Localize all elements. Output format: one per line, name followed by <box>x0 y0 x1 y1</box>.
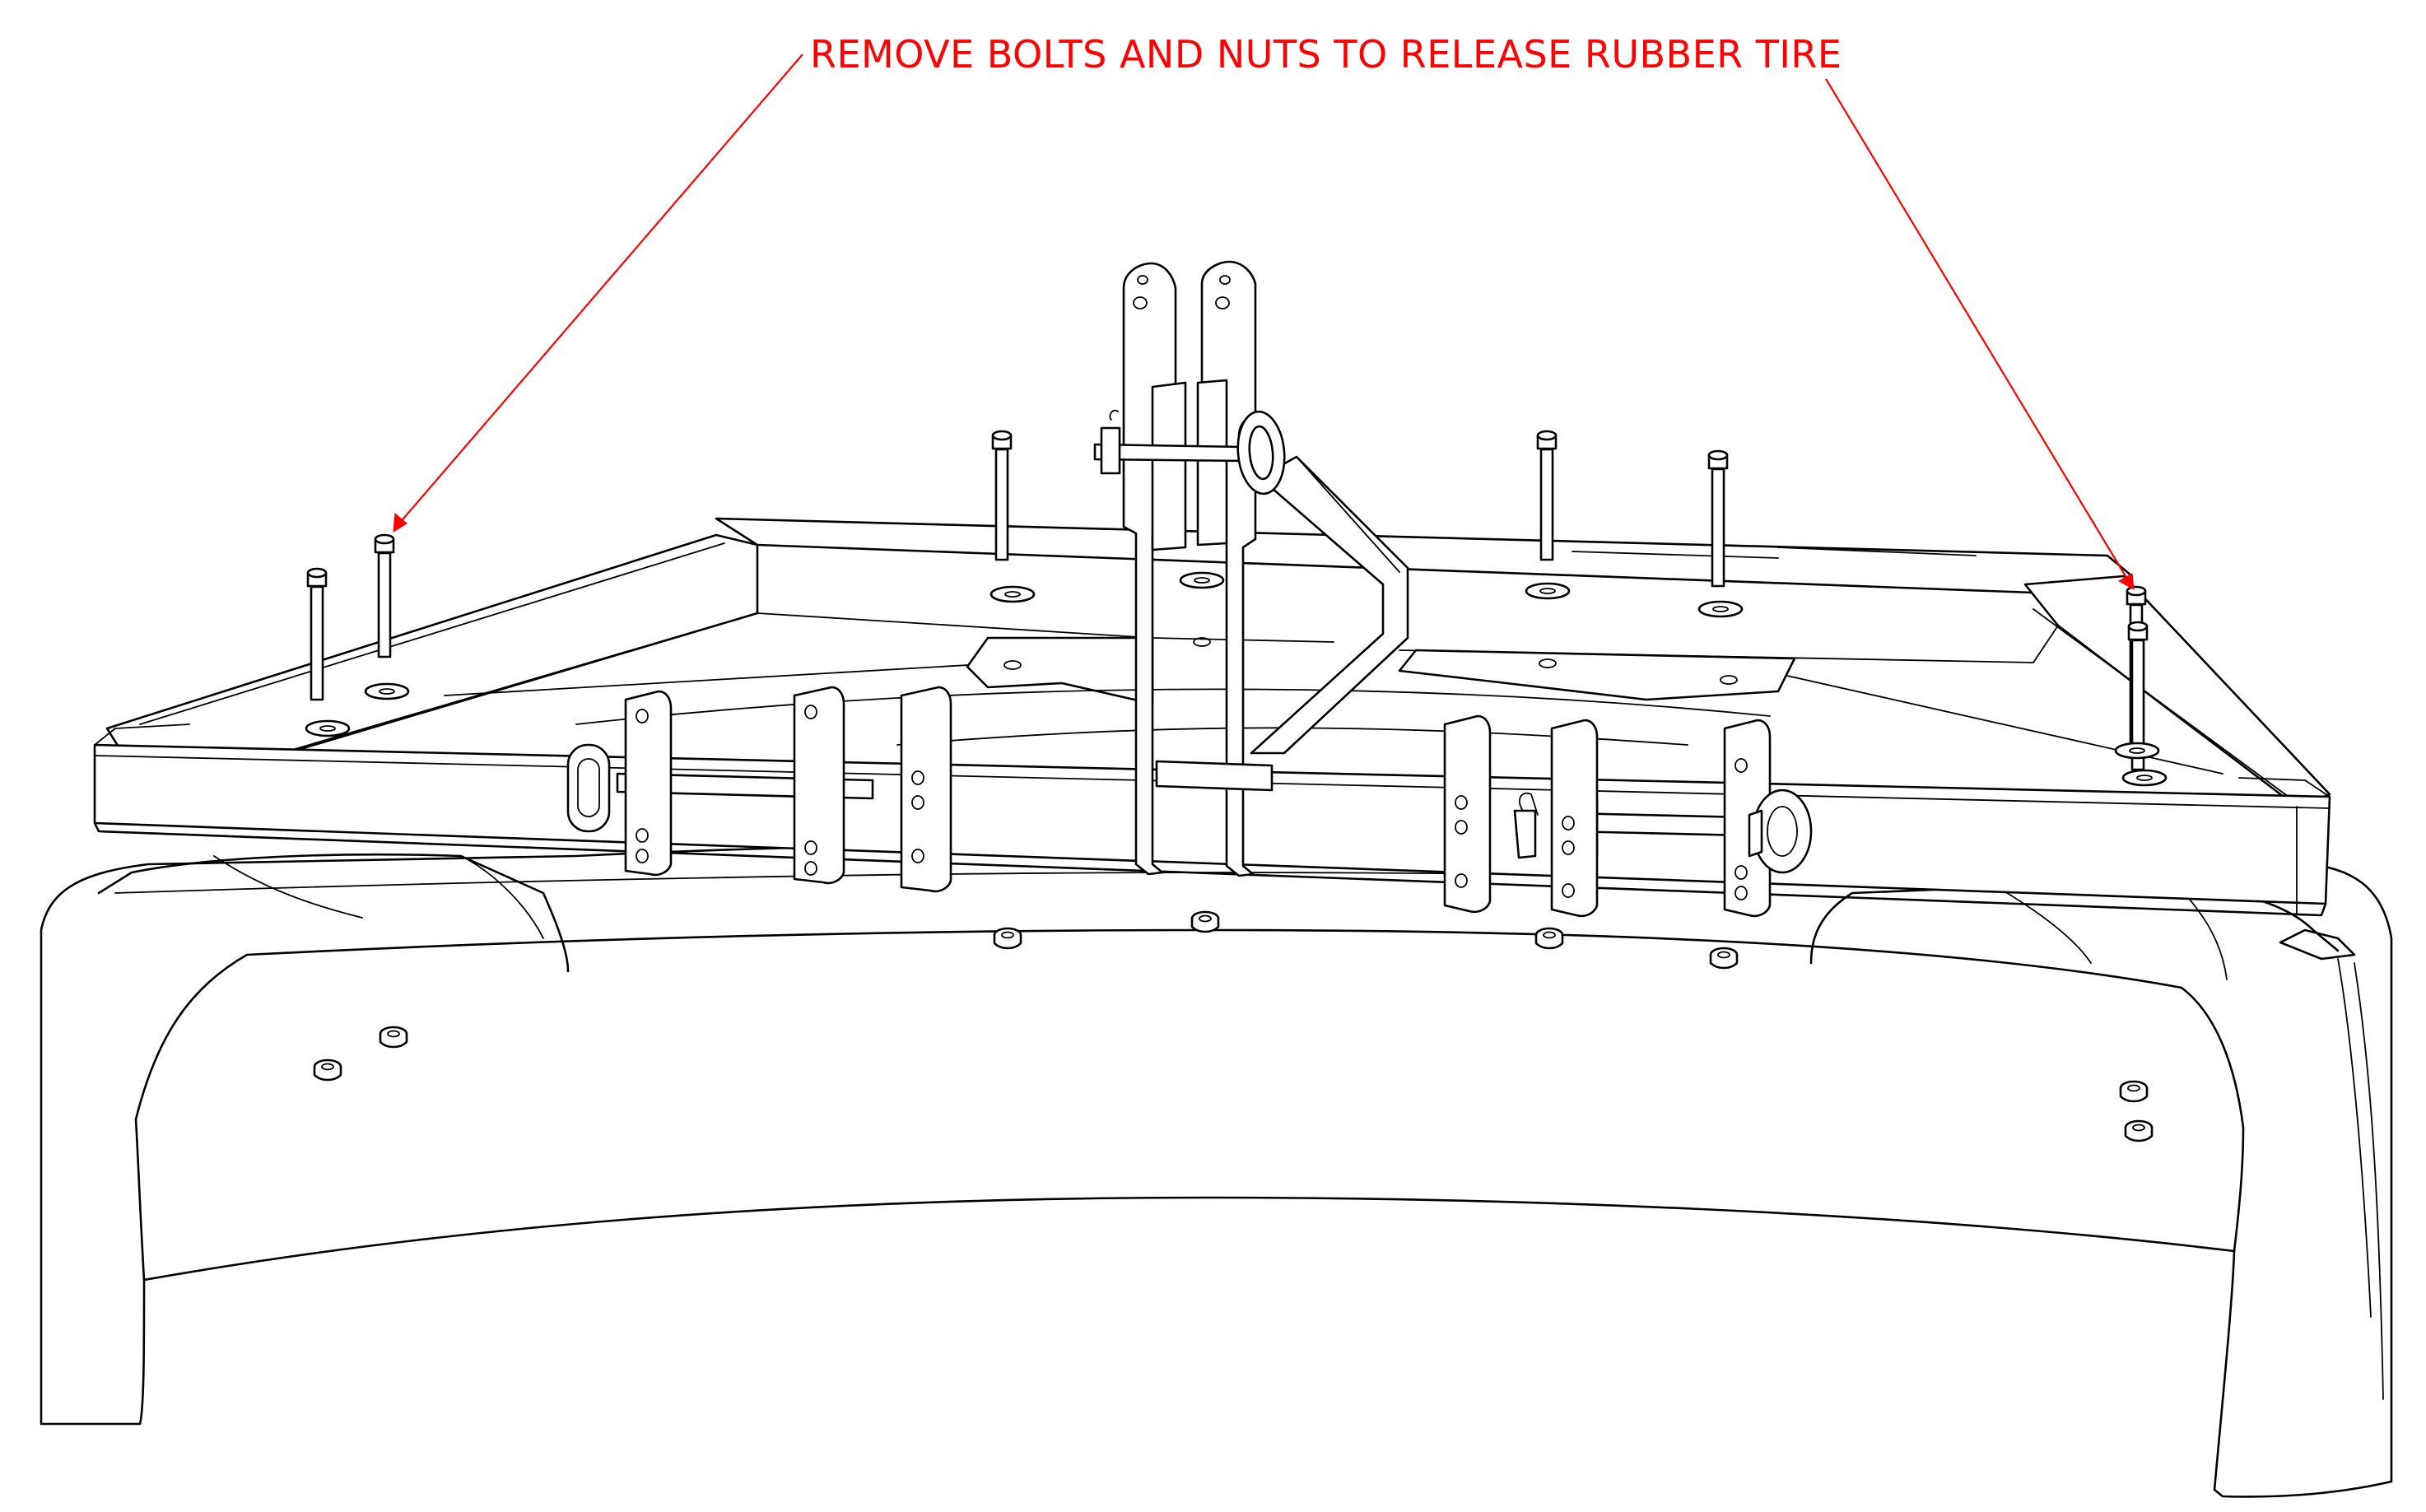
bolt <box>306 567 328 701</box>
washer <box>1697 600 1744 618</box>
washer <box>364 682 410 700</box>
bolt <box>1536 430 1558 561</box>
bolts <box>305 430 2168 787</box>
washer <box>1525 582 1571 600</box>
callout-leaders <box>393 53 2135 590</box>
callout-leader-left <box>398 54 803 524</box>
callout-text: REMOVE BOLTS AND NUTS TO RELEASE RUBBER … <box>807 30 1846 79</box>
nut <box>2124 1119 2154 1142</box>
washer <box>2114 742 2160 760</box>
tire-nuts <box>313 910 2154 1142</box>
center-uprights <box>1093 260 1286 877</box>
callout-arrowhead-left <box>393 512 407 533</box>
nut <box>1534 927 1564 950</box>
nut <box>1190 910 1220 933</box>
callout-leader-right <box>1795 53 2129 581</box>
rubber-tire <box>40 841 2393 1498</box>
bolt <box>991 430 1013 561</box>
bolt <box>374 533 395 658</box>
callout-arrowhead-right <box>2117 573 2135 590</box>
nut <box>313 1058 342 1082</box>
bolt <box>1707 449 1729 588</box>
nut <box>993 927 1022 950</box>
washer <box>1179 571 1225 589</box>
nut <box>379 1026 408 1049</box>
loop-ring <box>566 743 611 833</box>
washer <box>2121 769 2168 787</box>
washer <box>305 719 351 737</box>
loop-ring <box>1748 789 1813 874</box>
washer <box>989 585 1036 603</box>
front-brackets <box>566 686 1813 918</box>
nut <box>2119 1080 2149 1103</box>
nut <box>1709 947 1739 970</box>
